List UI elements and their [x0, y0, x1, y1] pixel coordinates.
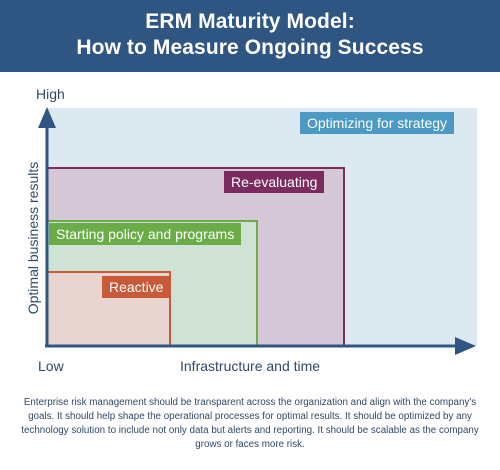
stage-reevaluating-label: Re-evaluating: [224, 171, 325, 193]
stage-starting-label: Starting policy and programs: [49, 223, 242, 245]
y-axis-arrow: [38, 107, 56, 128]
y-axis-title: Optimal business results: [25, 161, 41, 315]
x-axis-arrow: [455, 337, 476, 355]
title-line-2: How to Measure Ongoing Success: [76, 36, 424, 59]
stage-optimizing-label: Optimizing for strategy: [300, 112, 455, 134]
caption-text: Enterprise risk management should be tra…: [21, 397, 479, 450]
y-axis-high-label: High: [36, 86, 65, 102]
x-axis-low-label: Low: [38, 358, 64, 374]
stage-reactive-label: Reactive: [102, 276, 171, 298]
title-line-1: ERM Maturity Model:: [145, 10, 355, 33]
header-banner: ERM Maturity Model: How to Measure Ongoi…: [0, 0, 500, 72]
x-axis-title: Infrastructure and time: [180, 358, 321, 374]
